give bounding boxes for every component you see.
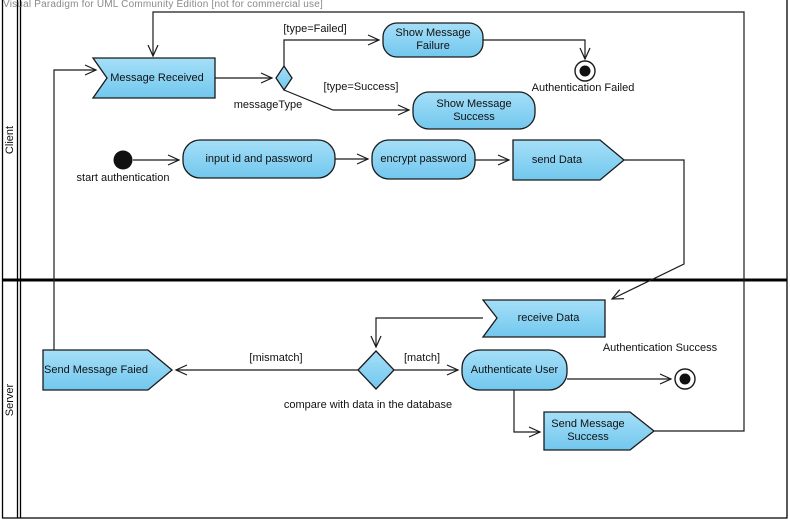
node-send-message-success[interactable]: [543, 411, 656, 451]
lane-label-client[interactable]: Client: [4, 125, 17, 154]
node-show-message-success[interactable]: [412, 91, 536, 130]
node-input-id-password[interactable]: [182, 139, 336, 179]
edge-senddata-to-receivedata[interactable]: [610, 159, 685, 300]
edge-decision-type-failed[interactable]: [283, 34, 381, 66]
node-receive-data[interactable]: [481, 299, 606, 338]
edge-sendfaied-to-messagereceived[interactable]: [53, 64, 98, 350]
node-decision-message-type[interactable]: [275, 64, 293, 92]
initial-node[interactable]: [113, 150, 133, 170]
node-show-message-failure[interactable]: [382, 22, 484, 58]
lane-label-server[interactable]: Server: [4, 383, 17, 417]
edge-failure-to-final[interactable]: [483, 39, 591, 61]
watermark-text: Visual Paradigm for UML Community Editio…: [3, 0, 323, 10]
node-encrypt-password[interactable]: [371, 139, 476, 180]
edge-authuser-to-sendsuccess[interactable]: [513, 390, 542, 438]
lane-divider: [2, 278, 788, 282]
edge-sendsuccess-to-messagereceived[interactable]: [147, 11, 745, 432]
node-send-message-faied[interactable]: [42, 349, 174, 391]
node-decision-compare[interactable]: [357, 350, 395, 390]
node-authenticate-user[interactable]: [461, 349, 568, 391]
final-node-auth-success[interactable]: [674, 368, 696, 390]
node-message-received[interactable]: [91, 57, 216, 99]
final-node-auth-failed[interactable]: [574, 60, 596, 82]
node-send-data[interactable]: [512, 139, 626, 181]
edge-receivedata-to-compare[interactable]: [370, 317, 483, 349]
edge-decision-type-success[interactable]: [283, 89, 411, 116]
